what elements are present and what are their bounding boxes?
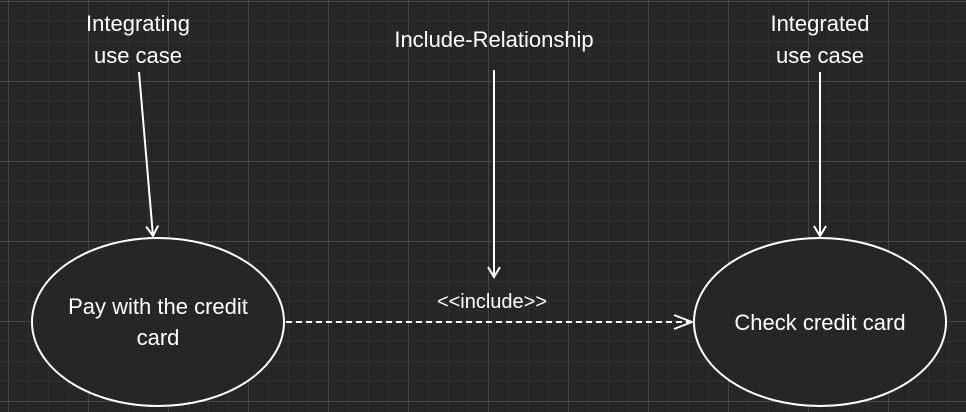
integrated-use-case-annotation[interactable]: Integrated use case xyxy=(770,11,870,68)
use-case-pay-ellipse[interactable] xyxy=(31,237,285,407)
use-case-check-label: Check credit card xyxy=(734,309,906,335)
integrating-use-case-annotation[interactable]: Integrating use case xyxy=(86,11,190,68)
use-case-pay-label: Pay with the credit card xyxy=(68,294,248,350)
include-relationship-annotation[interactable]: Include-Relationship xyxy=(394,27,594,52)
integrating-annotation-arrow[interactable] xyxy=(138,71,160,238)
use-case-check-ellipse[interactable] xyxy=(693,237,947,407)
include-stereotype-label: <<include>> xyxy=(436,291,548,313)
